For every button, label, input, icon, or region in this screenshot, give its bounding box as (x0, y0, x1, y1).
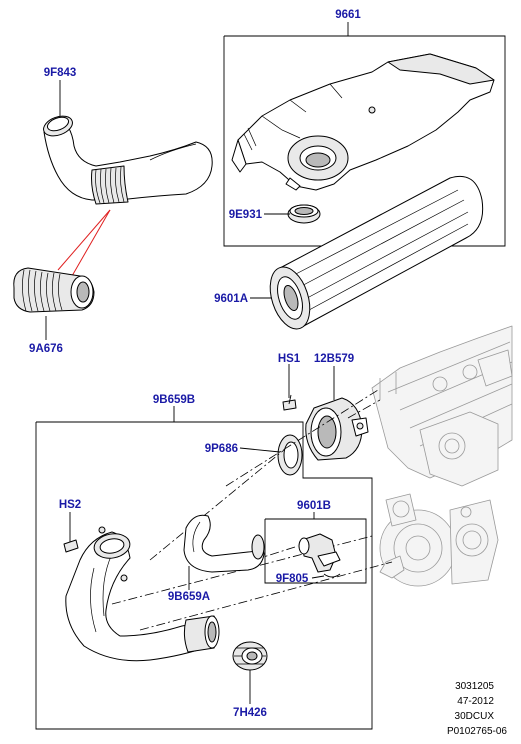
intake-duct (43, 115, 213, 205)
label-9e931: 9E931 (229, 209, 263, 221)
air-filter-element (269, 175, 484, 330)
label-9b659b: 9B659B (153, 394, 195, 406)
turbocharger-ghost (379, 493, 499, 587)
label-9b659a: 9B659A (168, 591, 210, 603)
stamp-line-4: P0102765-06 (447, 726, 507, 737)
label-hs1: HS1 (278, 353, 301, 365)
assembly-frame (35, 421, 373, 730)
stamp-line-3: 30DCUX (455, 711, 495, 722)
small-hose (183, 514, 265, 573)
throttle-body (305, 397, 369, 461)
clamp (232, 641, 268, 671)
label-9601b: 9601B (297, 500, 331, 512)
label-9661: 9661 (335, 9, 361, 21)
label-9f805: 9F805 (276, 573, 309, 585)
air-cleaner-cover (231, 53, 495, 191)
gasket (277, 434, 303, 476)
label-7h426: 7H426 (233, 707, 267, 719)
cover-frame (223, 35, 506, 247)
diagram-reference-stamp: 3031205 47-2012 30DCUX P0102765-06 (447, 681, 507, 737)
engine-ghost (371, 325, 513, 587)
connector-hose (13, 267, 95, 313)
reference-line-2 (71, 209, 111, 277)
stamp-line-1: 3031205 (455, 681, 494, 692)
label-9p686: 9P686 (205, 443, 238, 455)
outlet-pipe (65, 526, 220, 662)
reference-line-1 (57, 209, 111, 271)
sensor-kit-frame (264, 518, 367, 584)
bolt-hs1 (282, 394, 297, 411)
label-9601a: 9601A (214, 293, 248, 305)
label-12b579: 12B579 (314, 353, 354, 365)
bolt-hs2 (63, 539, 79, 553)
stamp-line-2: 47-2012 (457, 696, 494, 707)
label-9a676: 9A676 (29, 343, 63, 355)
seal (287, 204, 321, 224)
label-9f843: 9F843 (44, 67, 77, 79)
leader-lines (45, 22, 349, 704)
sensor (298, 533, 341, 578)
label-hs2: HS2 (59, 499, 81, 511)
